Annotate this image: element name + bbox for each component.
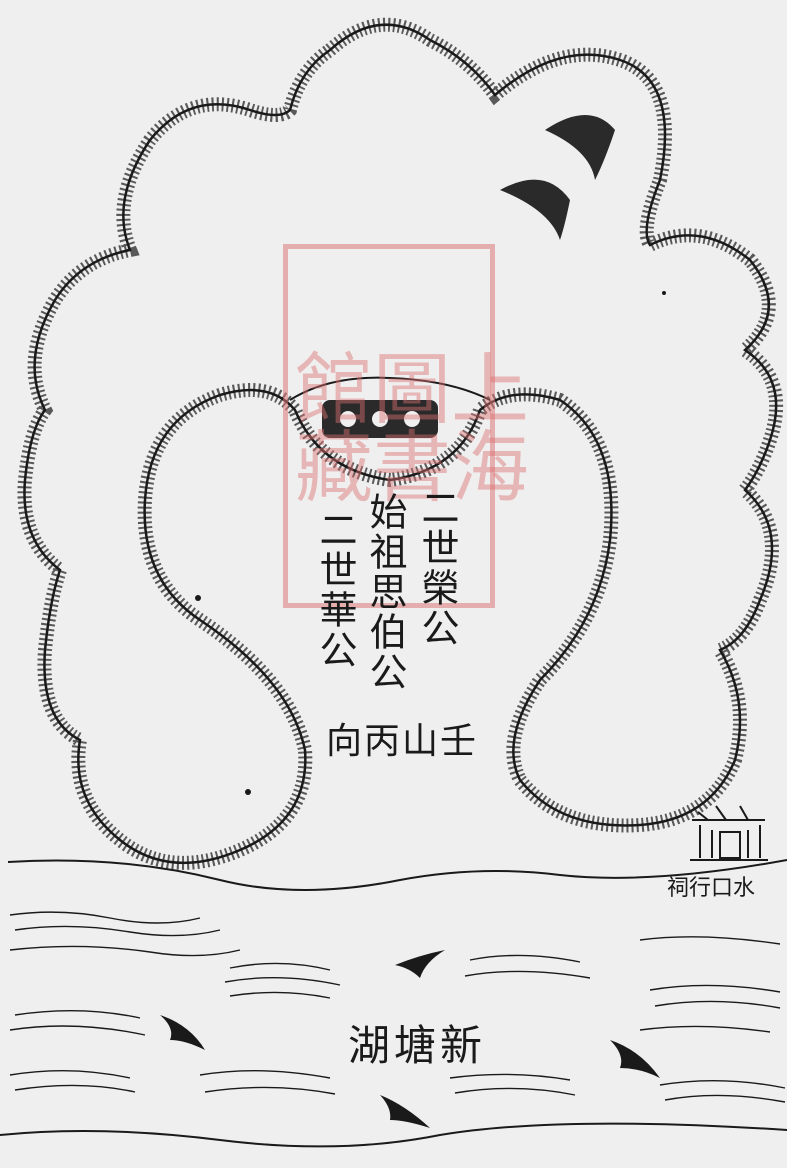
shrine-icon	[690, 805, 768, 861]
seal-text: 館藏	[282, 348, 372, 504]
bird-marks	[160, 950, 660, 1128]
dot-marker	[245, 789, 251, 795]
collection-seal: 上海 圖書 館藏	[282, 244, 528, 608]
tomb-hole-2	[372, 411, 388, 427]
dot-marker	[195, 595, 201, 601]
ridge-crescent-1	[545, 115, 615, 180]
lake-bottom-shore	[0, 1122, 787, 1148]
lake-label: 新塘湖	[348, 1021, 487, 1070]
bird-mark	[380, 1095, 430, 1128]
lake-shore	[7, 859, 787, 891]
ancestor-label-rong: 二世榮公	[415, 488, 459, 648]
bird-mark	[395, 950, 445, 978]
tomb-hole-3	[404, 411, 420, 427]
ridge-crescent-2	[500, 179, 570, 240]
seal-text: 圖書	[360, 348, 450, 504]
mountain-shading	[17, 17, 784, 870]
orientation-label: 壬山丙向	[326, 721, 479, 762]
tomb-enclosure	[289, 376, 491, 401]
dot-marker	[662, 291, 666, 295]
seal-text: 上海	[438, 348, 528, 504]
ancestor-label-hua: 二世華公	[313, 510, 357, 670]
bird-mark	[610, 1040, 660, 1078]
ancestor-label-sibo: 始祖思伯公	[363, 492, 407, 692]
tomb-hole-1	[340, 411, 356, 427]
bird-mark	[160, 1015, 205, 1050]
water-outlet-label: 水口行祠	[667, 876, 756, 901]
lake-waves	[9, 911, 786, 1103]
